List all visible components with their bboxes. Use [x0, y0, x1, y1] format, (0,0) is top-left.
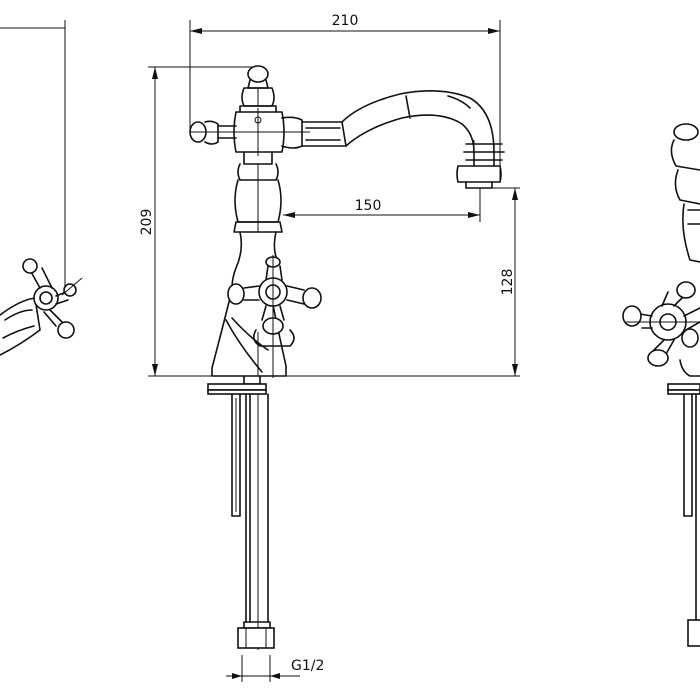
side-lever-knob — [189, 120, 310, 145]
left-partial-view — [0, 20, 83, 356]
cross-handle — [227, 255, 322, 378]
top-finial — [241, 65, 275, 107]
dim-label-150: 150 — [355, 198, 382, 214]
flexible-hose — [237, 393, 275, 650]
fixing-assembly — [207, 375, 267, 517]
dim-label-210: 210 — [332, 13, 359, 29]
spout — [301, 90, 505, 189]
right-partial-cross-handle — [622, 281, 700, 367]
left-partial-cross-handle — [22, 258, 83, 339]
lower-body — [211, 289, 287, 377]
dimension-lines — [148, 20, 520, 682]
right-partial-view — [622, 123, 700, 647]
upper-body-ball — [233, 105, 303, 156]
dim-label-128: 128 — [500, 269, 516, 296]
body-neck — [231, 151, 283, 289]
dim-label-209: 209 — [139, 209, 155, 236]
dim-label-g12: G1/2 — [291, 658, 324, 674]
faucet-side-view — [189, 65, 505, 650]
